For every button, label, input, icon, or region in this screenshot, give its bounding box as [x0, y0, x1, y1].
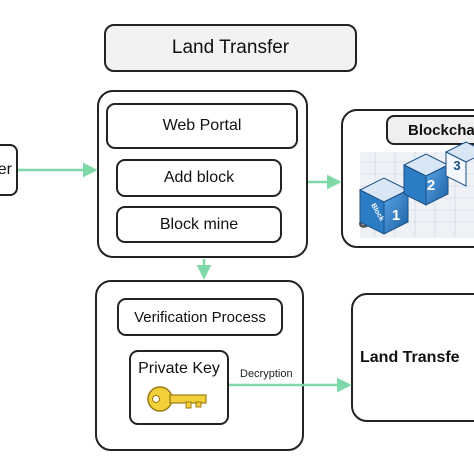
private-key-label: Private Key [138, 360, 220, 377]
blockchain-illustration: 1 Block 2 3 [358, 141, 474, 238]
land-transfer-result-box: Land Transfe [351, 293, 474, 422]
blockchain-label-box: Blockcha [386, 115, 474, 145]
left-node-label: er [0, 161, 12, 178]
verification-process-label: Verification Process [134, 308, 266, 326]
blockchain-label: Blockcha [408, 121, 474, 139]
decryption-label: Decryption [240, 368, 293, 380]
key-icon [147, 386, 207, 412]
block-mine-label: Block mine [159, 215, 239, 233]
block-cube-3: 3 [444, 141, 474, 187]
block-cube-2: 2 [402, 153, 450, 206]
land-transfer-result-label: Land Transfe [360, 348, 460, 366]
block-cube-1: 1 Block [358, 177, 410, 235]
title-text: Land Transfer [171, 37, 290, 58]
arrows [18, 162, 352, 393]
web-portal-box: Web Portal [106, 103, 298, 149]
add-block-label: Add block [163, 169, 235, 186]
add-block-box: Add block [116, 159, 282, 197]
svg-text:3: 3 [453, 158, 460, 173]
left-node: er [0, 144, 18, 196]
block-mine-box: Block mine [116, 206, 282, 243]
verification-process-box: Verification Process [117, 298, 283, 336]
svg-text:1: 1 [392, 207, 400, 224]
title-box: Land Transfer [104, 24, 357, 72]
web-portal-label: Web Portal [162, 117, 242, 134]
private-key-box: Private Key [129, 350, 229, 425]
svg-text:2: 2 [427, 177, 435, 194]
